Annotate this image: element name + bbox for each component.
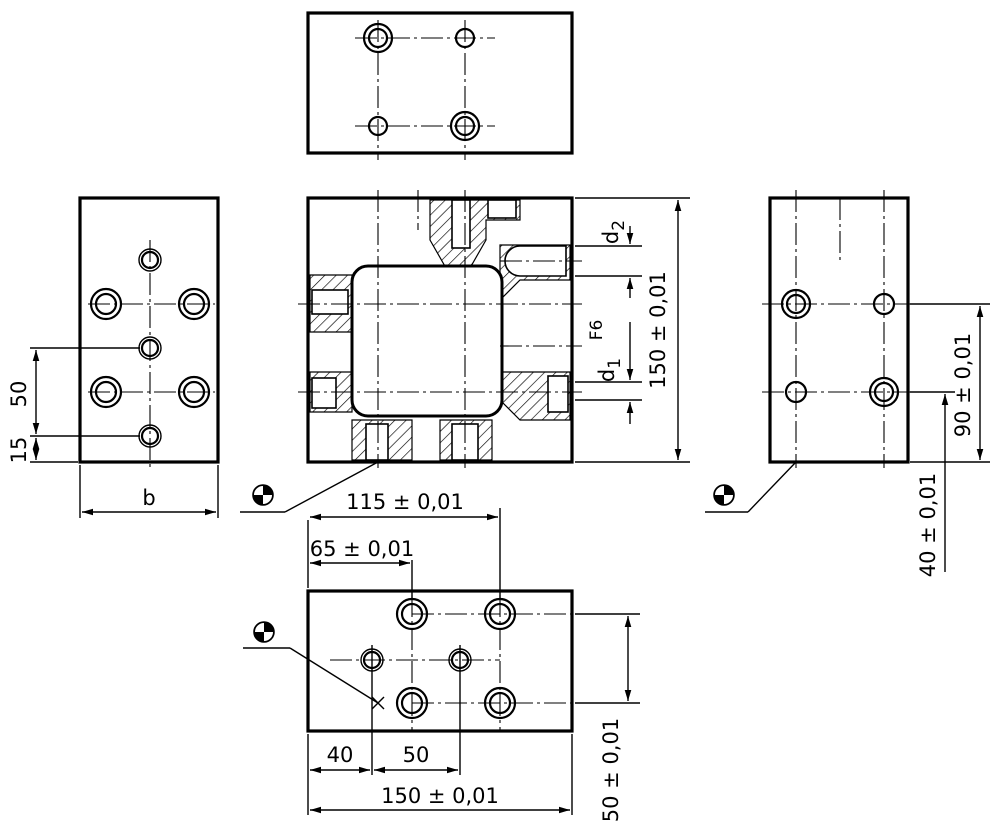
dim-15: 15 <box>7 437 31 464</box>
counterbore-hole <box>362 22 394 54</box>
pin-hole <box>140 250 160 270</box>
counterbore-hole <box>483 597 517 631</box>
top-view <box>306 11 574 160</box>
dim-50: 50 <box>7 381 31 408</box>
counterbore-hole <box>177 375 211 409</box>
left-view: 50 15 b <box>7 196 220 518</box>
pin-hole <box>454 27 476 49</box>
dim-b: b <box>142 486 155 510</box>
dim-50-vertical: 50 ± 0,01 <box>599 718 623 822</box>
bottom-view: 115 ± 0,01 65 ± 0,01 40 50 150 ± 0,01 50… <box>243 490 640 822</box>
dim-150-width: 150 ± 0,01 <box>381 784 499 808</box>
datum-reference-icon <box>252 484 274 506</box>
dim-fit-f6: F6 <box>587 320 607 341</box>
dim-150-height: 150 ± 0,01 <box>646 271 670 389</box>
front-section-view: 150 ± 0,01 d2 d1 F6 <box>240 190 690 513</box>
counterbore-hole <box>395 686 429 720</box>
pin-hole <box>140 426 160 446</box>
pin-hole <box>367 115 389 137</box>
pin-hole <box>784 380 808 404</box>
counterbore-hole <box>89 287 123 321</box>
dim-65: 65 ± 0,01 <box>310 537 414 561</box>
dim-50-bottom: 50 <box>403 743 430 767</box>
dim-40-right: 40 ± 0,01 <box>916 473 940 577</box>
counterbore-hole <box>483 686 517 720</box>
counterbore-hole <box>395 597 429 631</box>
dim-d1: d1 <box>595 358 625 382</box>
counterbore-hole <box>868 376 900 408</box>
counterbore-hole <box>89 375 123 409</box>
datum-reference-icon <box>253 621 275 643</box>
dim-115: 115 ± 0,01 <box>346 490 464 514</box>
pin-hole <box>140 338 160 358</box>
dim-d2: d2 <box>599 220 629 244</box>
right-view: 90 ± 0,01 40 ± 0,01 <box>705 190 990 577</box>
counterbore-hole <box>177 287 211 321</box>
datum-reference-icon <box>713 484 735 506</box>
counterbore-hole <box>780 288 812 320</box>
dim-40-bottom: 40 <box>327 743 354 767</box>
pin-hole <box>872 292 896 316</box>
counterbore-hole <box>449 110 481 142</box>
dim-90: 90 ± 0,01 <box>951 333 975 437</box>
